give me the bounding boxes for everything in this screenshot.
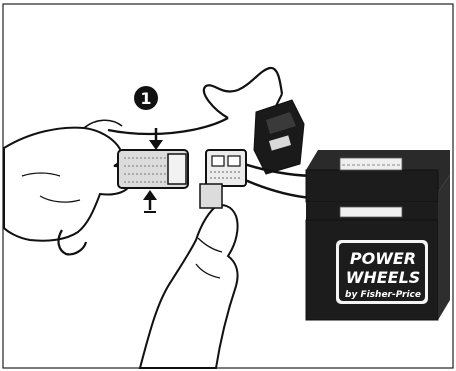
- power-wheels-logo: POWER WHEELS by Fisher-Price: [336, 240, 428, 304]
- logo-line-1: POWER: [350, 249, 416, 268]
- step-number: 1: [140, 89, 151, 108]
- charger-plug: [118, 150, 188, 188]
- logo-line-3: by Fisher-Price: [345, 290, 421, 300]
- step-badge-icon: 1: [134, 86, 158, 110]
- logo-line-2: WHEELS: [346, 268, 421, 287]
- battery-pack: POWER WHEELS by Fisher-Price: [306, 150, 450, 320]
